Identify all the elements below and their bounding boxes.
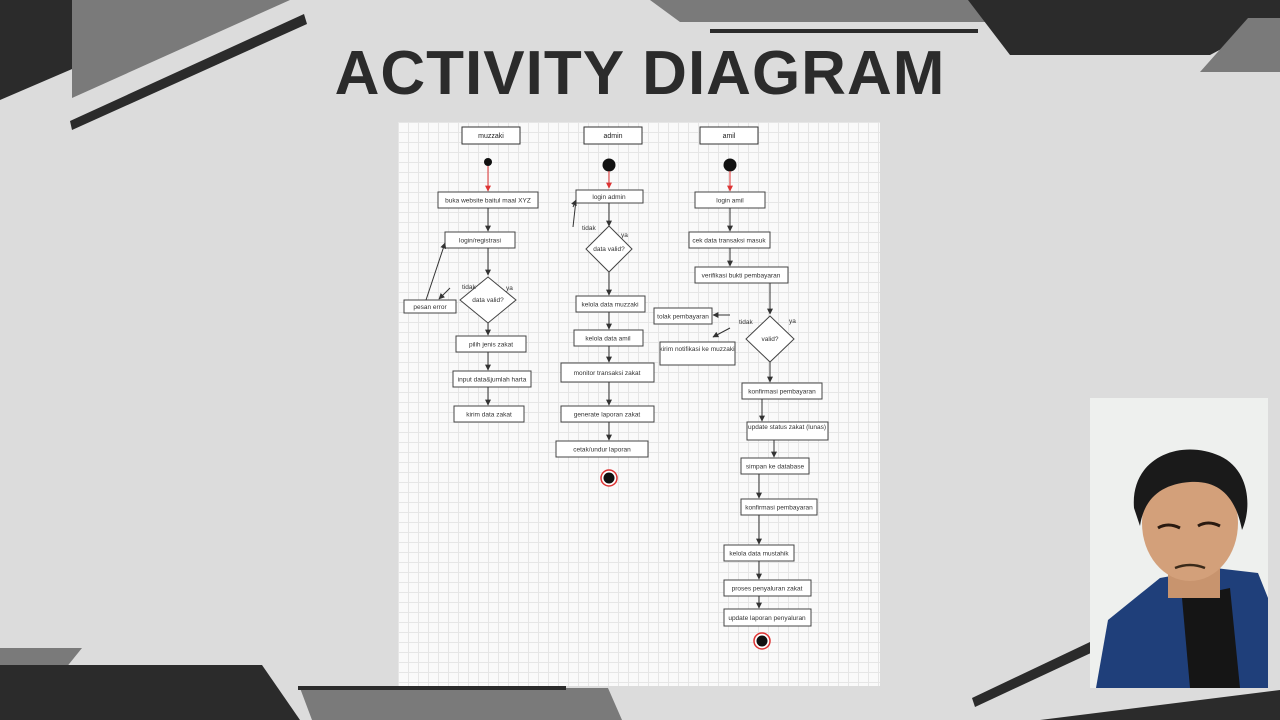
activity-node: pesan error [403,299,457,314]
svg-text:pilih jenis zakat: pilih jenis zakat [469,342,513,349]
decision-no-label: tidak [739,319,753,326]
svg-text:kelola data muzzaki: kelola data muzzaki [581,302,638,309]
activity-node: login admin [575,189,644,204]
start-node-muzzaki [484,158,492,166]
deco-shape-bottom-right-dark [1040,690,1280,720]
svg-text:admin: admin [603,133,622,140]
svg-text:cek data transaksi masuk: cek data transaksi masuk [692,238,766,245]
activity-node: simpan ke database [740,457,810,475]
svg-text:login/registrasi: login/registrasi [459,238,501,245]
activity-node: tolak pembayaran [653,307,713,325]
activity-node: pilih jenis zakat [455,335,527,353]
end-node-admin-core [603,472,615,484]
svg-text:kelola data amil: kelola data amil [585,336,631,343]
webcam-overlay [1090,398,1268,688]
svg-text:tolak pembayaran: tolak pembayaran [657,314,709,321]
lane-header-muzzaki: muzzaki [461,126,521,145]
decision-no-label: tidak [462,284,476,291]
svg-text:kirim data zakat: kirim data zakat [466,412,512,419]
svg-text:login admin: login admin [592,194,626,201]
svg-text:pesan error: pesan error [413,304,447,311]
activity-node: konfirmasi pembayaran [740,498,818,516]
svg-text:update laporan penyaluran: update laporan penyaluran [728,615,806,622]
lane-header-amil: amil [699,126,759,145]
svg-text:proses penyaluran zakat: proses penyaluran zakat [732,586,803,593]
deco-line-top-right [710,29,978,33]
svg-text:simpan ke database: simpan ke database [746,464,805,471]
deco-shape-bottom-left-dark [0,665,300,720]
start-node-admin [602,158,616,172]
decision-yes-label: ya [789,318,796,325]
svg-text:input data&jumlah harta: input data&jumlah harta [458,377,527,384]
svg-text:amil: amil [723,133,736,140]
activity-node: kirim data zakat [453,405,525,423]
start-node-amil [723,158,737,172]
svg-text:buka website baitul maal XYZ: buka website baitul maal XYZ [445,198,531,205]
activity-node: kelola data mustahik [723,544,795,562]
svg-text:generate laporan zakat: generate laporan zakat [574,412,641,419]
activity-node: kelola data muzzaki [575,295,646,313]
svg-text:cetak/undur laporan: cetak/undur laporan [573,447,631,454]
svg-text:monitor transaksi zakat: monitor transaksi zakat [574,370,641,377]
presenter-illustration [1090,398,1268,688]
svg-text:kelola data mustahik: kelola data mustahik [729,551,789,558]
deco-shape-bottom-grey [300,688,622,720]
activity-node: update status zakat (lunas) [746,421,829,441]
svg-text:data valid?: data valid? [593,246,625,253]
deco-shape-top-right-dark [968,0,1280,55]
activity-node: kirim notifikasi ke muzzaki [659,341,736,366]
deco-line-bottom [298,686,566,690]
lane-header-admin: admin [583,126,643,145]
edge [571,199,577,208]
activity-node: cetak/undur laporan [555,440,649,458]
activity-node: proses penyaluran zakat [723,579,812,597]
activity-node: kelola data amil [573,329,644,347]
decision-node: valid? [745,315,795,363]
svg-text:data valid?: data valid? [472,297,504,304]
svg-text:login amil: login amil [716,198,744,205]
activity-node: login amil [694,191,766,209]
svg-text:muzzaki: muzzaki [478,133,504,140]
activity-node: input data&jumlah harta [452,370,532,388]
svg-text:update status zakat (lunas): update status zakat (lunas) [748,424,826,431]
svg-text:konfirmasi pembayaran: konfirmasi pembayaran [745,505,813,512]
edge [438,287,451,300]
activity-node: monitor transaksi zakat [560,362,655,383]
activity-node: cek data transaksi masuk [688,231,771,249]
decision-yes-label: ya [506,285,513,292]
deco-shape-top-left-grey [72,0,290,98]
decision-no-label: tidak [582,225,596,232]
activity-node: update laporan penyaluran [723,608,812,627]
end-node-amil-core [756,635,768,647]
svg-text:valid?: valid? [762,336,779,343]
deco-stripe-top-left [70,14,307,130]
activity-node: konfirmasi pembayaran [741,382,823,400]
slide-title: ACTIVITY DIAGRAM [334,39,946,108]
svg-text:kirim notifikasi ke muzzaki: kirim notifikasi ke muzzaki [659,346,734,353]
deco-shape-top-right-grey2 [1200,18,1280,72]
edge [425,242,447,301]
activity-node: verifikasi bukti pembayaran [694,266,789,284]
activity-node: generate laporan zakat [560,405,655,423]
deco-stripe-bottom-right [972,642,1093,707]
deco-shape-top-right-grey [650,0,1005,22]
activity-node: login/registrasi [444,231,516,249]
activity-diagram: muzzaki admin amil buka website baitul m… [398,122,880,686]
edge [712,327,731,338]
svg-text:verifikasi bukti pembayaran: verifikasi bukti pembayaran [702,273,781,280]
svg-text:konfirmasi pembayaran: konfirmasi pembayaran [748,389,816,396]
decision-yes-label: ya [621,232,628,239]
activity-node: buka website baitul maal XYZ [437,191,539,209]
